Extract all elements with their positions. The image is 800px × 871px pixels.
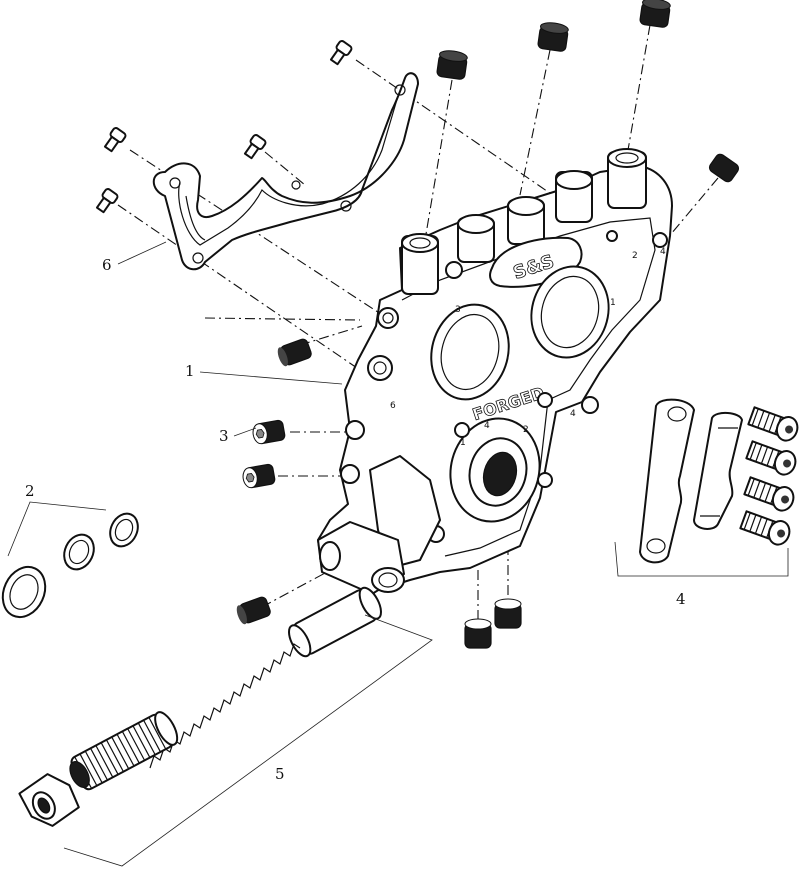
part-mark: 1 (610, 298, 616, 308)
relief-valve-assembly (18, 586, 382, 827)
part-mark: 6 (390, 401, 396, 411)
part-mark: 4 (570, 409, 576, 419)
shim-plates (639, 398, 743, 564)
part-mark: 4 (660, 247, 666, 257)
part-mark: 2 (632, 251, 638, 261)
callout-3: 3 (219, 427, 229, 445)
callout-4: 4 (676, 590, 686, 608)
socket-screws (236, 0, 740, 649)
bolts (95, 40, 353, 214)
plate-screws (739, 406, 799, 546)
part-mark: 4 (484, 421, 490, 431)
bracket-plate (152, 72, 419, 271)
callout-2: 2 (25, 482, 35, 500)
part-mark: 3 (455, 305, 461, 315)
callout-leaders (7, 241, 789, 867)
callout-6: 6 (102, 256, 112, 274)
callout-1: 1 (185, 362, 195, 380)
callout-5: 5 (275, 765, 285, 783)
cam-support-plate: S&S FORGED 3 2 1 4 2 (317, 148, 673, 595)
callout-numbers: 1 2 3 4 5 6 (25, 256, 686, 783)
washers (1, 512, 139, 619)
part-mark: 1 (460, 438, 466, 448)
part-mark: 2 (523, 425, 529, 435)
